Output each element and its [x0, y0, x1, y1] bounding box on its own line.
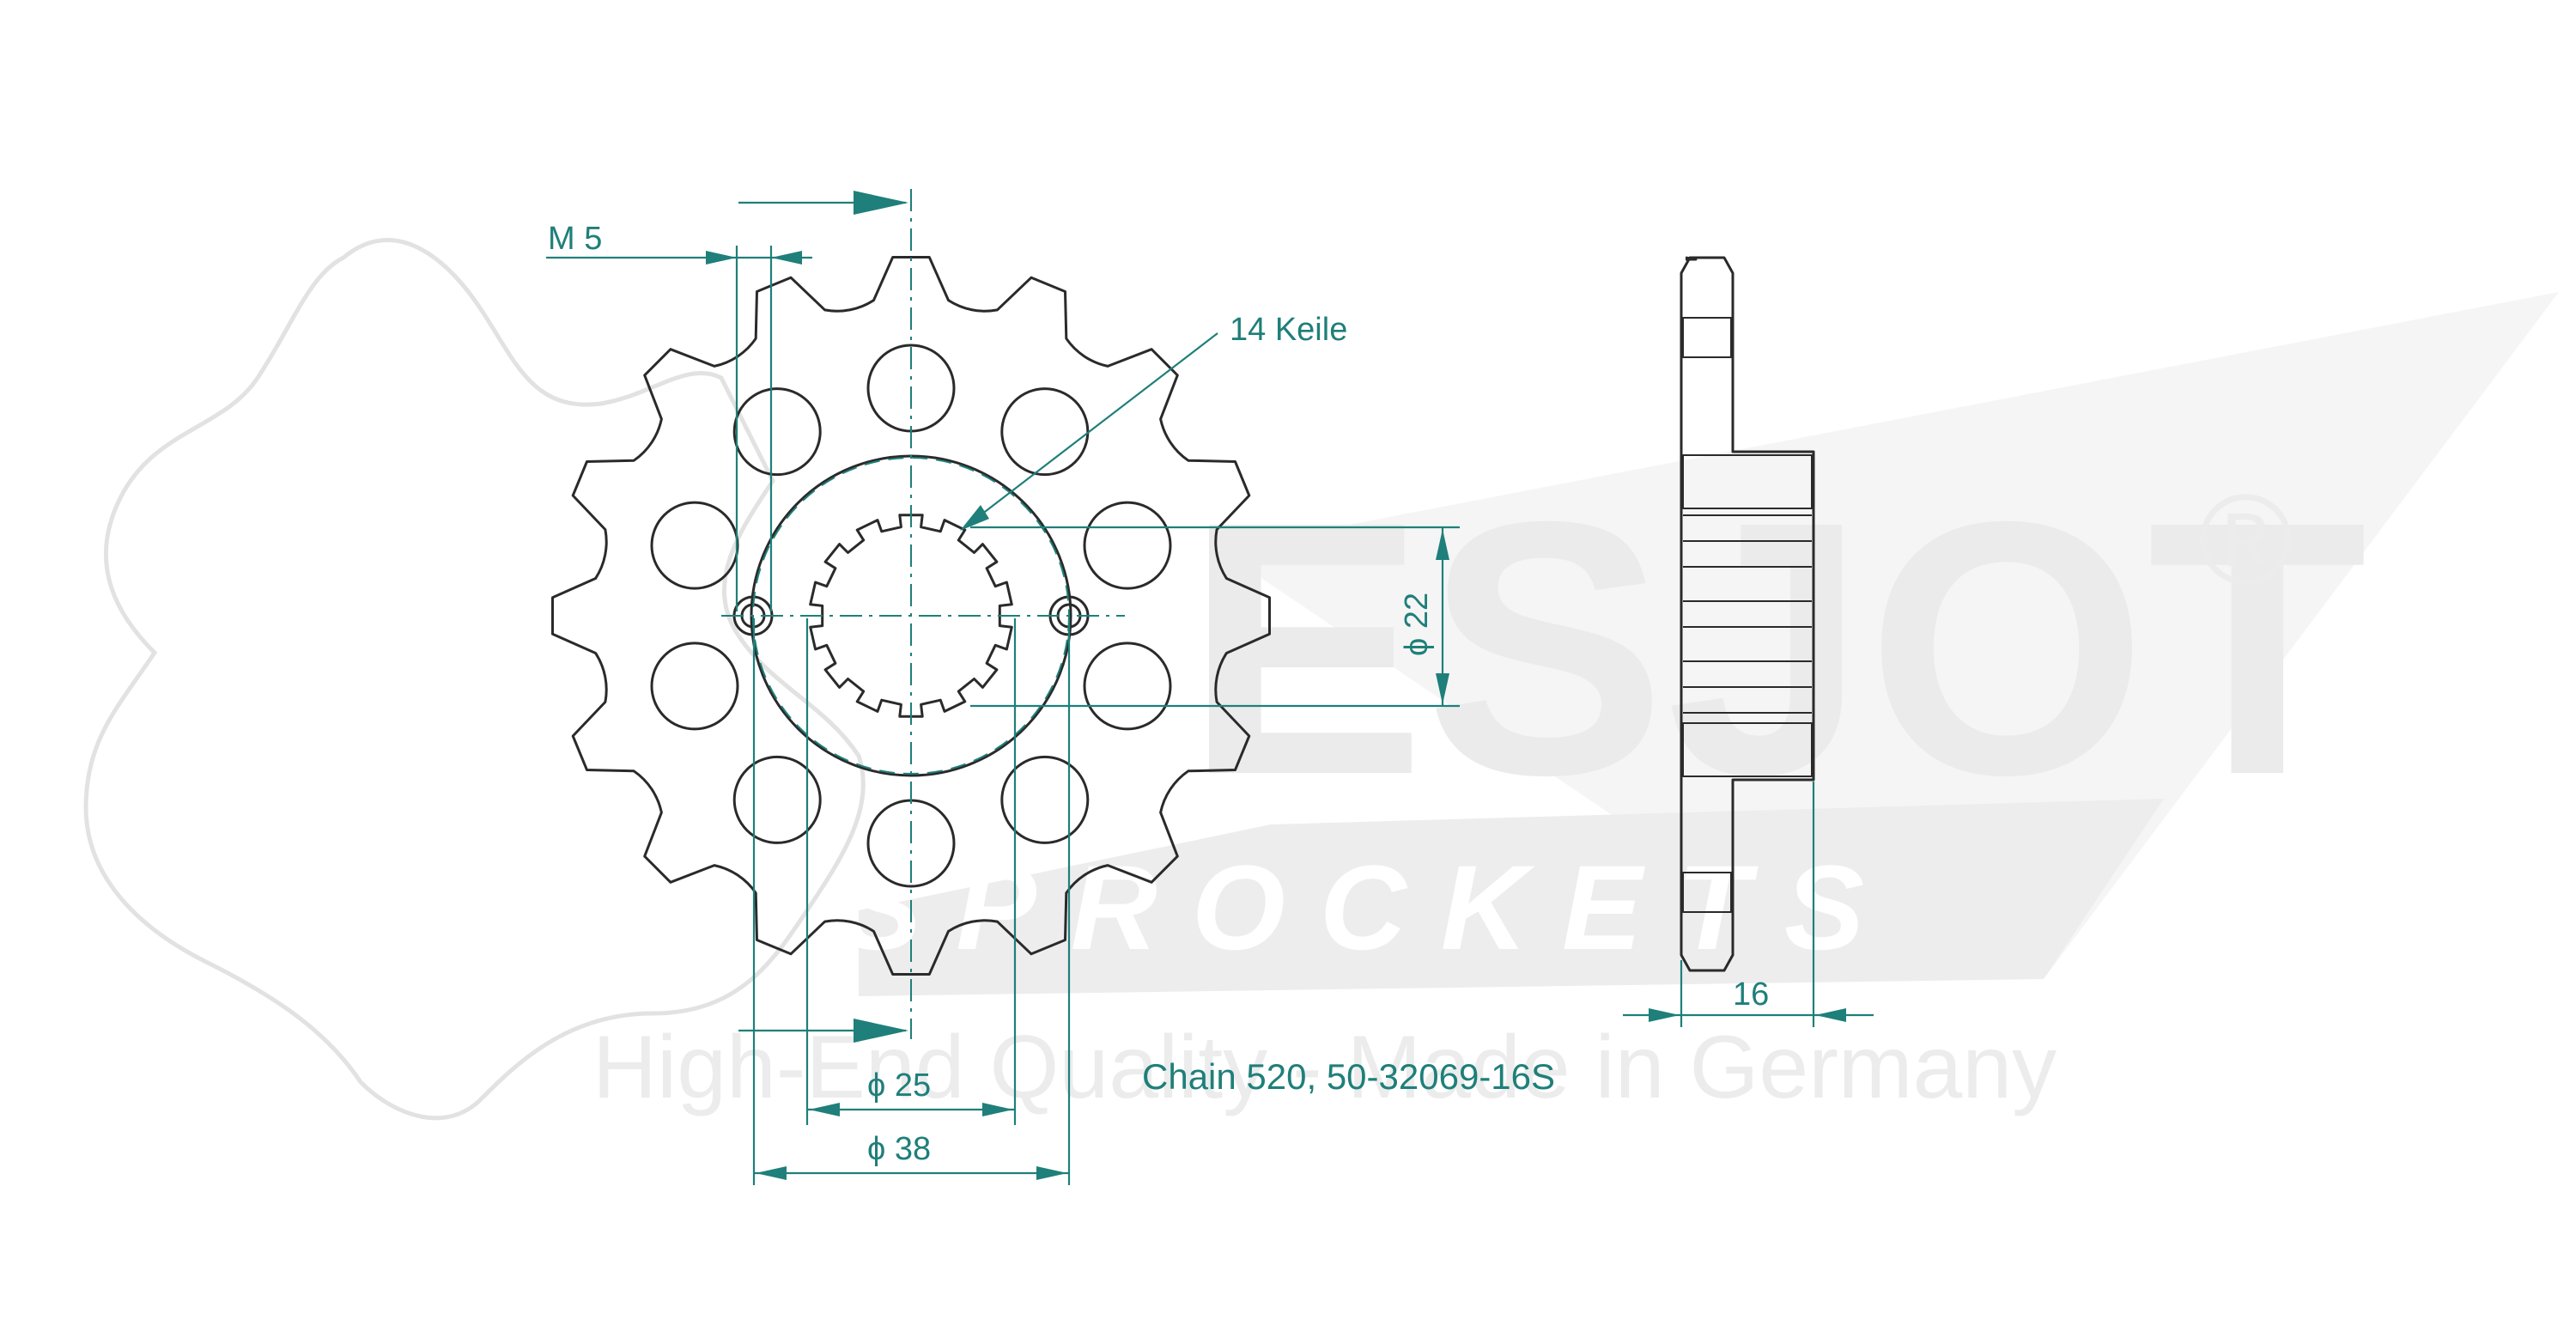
section-hatch-hub-bottom	[1682, 722, 1813, 777]
section-hatch-hub-top	[1682, 454, 1813, 509]
dim-22-arrow-bottom	[1436, 673, 1449, 704]
lightening-hole	[732, 755, 822, 844]
lightening-hole	[1000, 387, 1090, 477]
sprocket-section-view	[1680, 256, 1815, 972]
dim-thread-label: M 5	[548, 221, 602, 257]
part-label: Chain 520, 50-32069-16S	[1142, 1056, 1555, 1097]
lightening-hole	[732, 387, 822, 477]
dimensions: M 5 14 Keile ϕ 22 ϕ 25 ϕ 38 16	[546, 191, 1874, 1185]
lightening-hole	[1083, 501, 1172, 590]
dim-m5-arrow-left	[706, 251, 737, 265]
lightening-hole	[650, 501, 739, 590]
sprocket-front-view	[551, 189, 1271, 1039]
section-hatch-top	[1682, 317, 1732, 358]
watermark-registered: ®	[2198, 467, 2293, 611]
dim-25-arrow-right	[982, 1103, 1013, 1116]
section-outline	[1680, 256, 1815, 972]
dim-22-arrow-top	[1436, 529, 1449, 560]
spline-bore	[809, 514, 1013, 718]
dim-pitch-small-label: ϕ 25	[867, 1067, 931, 1104]
lightening-hole	[1000, 755, 1090, 844]
lightening-hole	[650, 642, 739, 731]
watermark-wing	[1219, 292, 2559, 979]
dim-inner-diameter-label: ϕ 22	[1399, 593, 1435, 656]
dim-splines-arrow	[960, 505, 989, 531]
dim-pitch-large-label: ϕ 38	[867, 1131, 931, 1167]
watermark-gear-outline	[83, 238, 866, 1121]
section-arrow-bottom-head	[854, 1019, 908, 1043]
dim-38-arrow-right	[1036, 1166, 1067, 1180]
watermark: ESJOT ® SPROCKETS High-End Quality - Mad…	[83, 238, 2559, 1121]
watermark-sub: SPROCKETS	[841, 840, 1899, 975]
dim-splines-leader	[966, 332, 1218, 526]
section-spline-lines	[1683, 514, 1812, 714]
lightening-hole	[1083, 642, 1172, 731]
watermark-slogan: High-End Quality - Made in Germany	[592, 1018, 2057, 1117]
sprocket-outline	[551, 256, 1271, 976]
lightening-holes	[650, 344, 1172, 888]
dim-width-label: 16	[1733, 976, 1769, 1013]
dim-16-arrow-right	[1815, 1008, 1846, 1022]
dim-25-arrow-left	[809, 1103, 840, 1116]
dim-38-arrow-left	[756, 1166, 787, 1180]
section-arrow-top-head	[854, 191, 908, 215]
dim-splines-label: 14 Keile	[1230, 312, 1347, 348]
dim-m5-arrow-right	[771, 251, 802, 265]
dim-16-arrow-left	[1649, 1008, 1680, 1022]
section-hatch-bottom	[1682, 872, 1732, 913]
bolt-circle	[752, 457, 1070, 775]
